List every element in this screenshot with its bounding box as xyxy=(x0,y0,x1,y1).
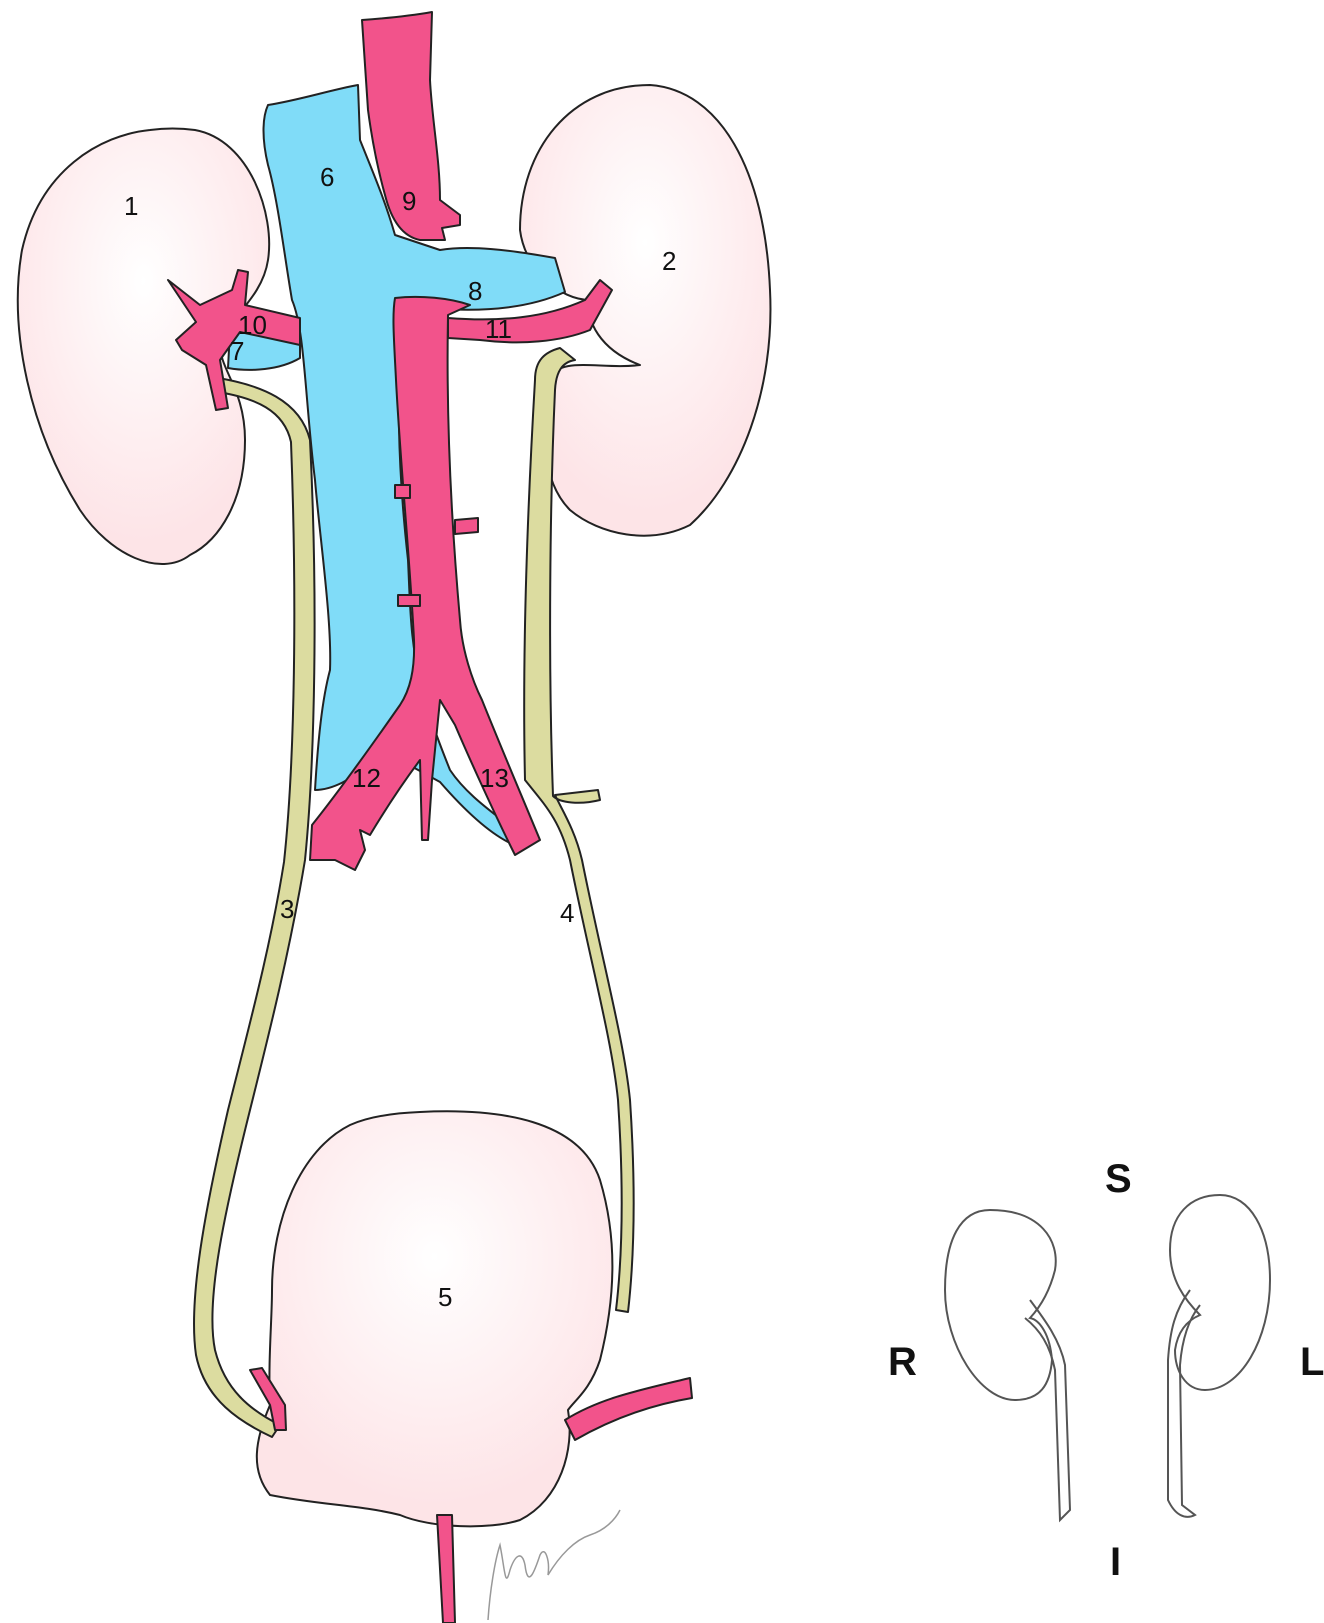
label-9: 9 xyxy=(402,186,416,216)
signature xyxy=(488,1510,620,1620)
label-8: 8 xyxy=(468,276,482,306)
label-5: 5 xyxy=(438,1282,452,1312)
arterial-branch xyxy=(398,595,420,606)
urethra xyxy=(437,1515,455,1623)
label-7: 7 xyxy=(230,336,244,366)
orientation-diagram xyxy=(945,1195,1270,1520)
orientation-superior: S xyxy=(1105,1157,1132,1201)
label-11: 11 xyxy=(485,314,512,344)
orientation-left: L xyxy=(1300,1340,1324,1384)
orientation-inferior: I xyxy=(1110,1540,1121,1584)
bladder xyxy=(257,1111,613,1526)
arterial-branch xyxy=(395,485,410,498)
label-1: 1 xyxy=(124,191,138,221)
arterial-branch xyxy=(455,518,478,534)
mini-left-kidney xyxy=(1170,1195,1270,1390)
label-10: 10 xyxy=(238,310,267,340)
label-3: 3 xyxy=(280,894,294,924)
orientation-right: R xyxy=(888,1340,917,1384)
mini-right-ureter xyxy=(1025,1300,1070,1520)
label-4: 4 xyxy=(560,898,574,928)
mini-right-kidney xyxy=(945,1210,1056,1400)
label-13: 13 xyxy=(480,763,509,793)
mini-left-ureter xyxy=(1168,1290,1200,1517)
label-6: 6 xyxy=(320,162,334,192)
label-12: 12 xyxy=(352,763,381,793)
label-2: 2 xyxy=(662,246,676,276)
